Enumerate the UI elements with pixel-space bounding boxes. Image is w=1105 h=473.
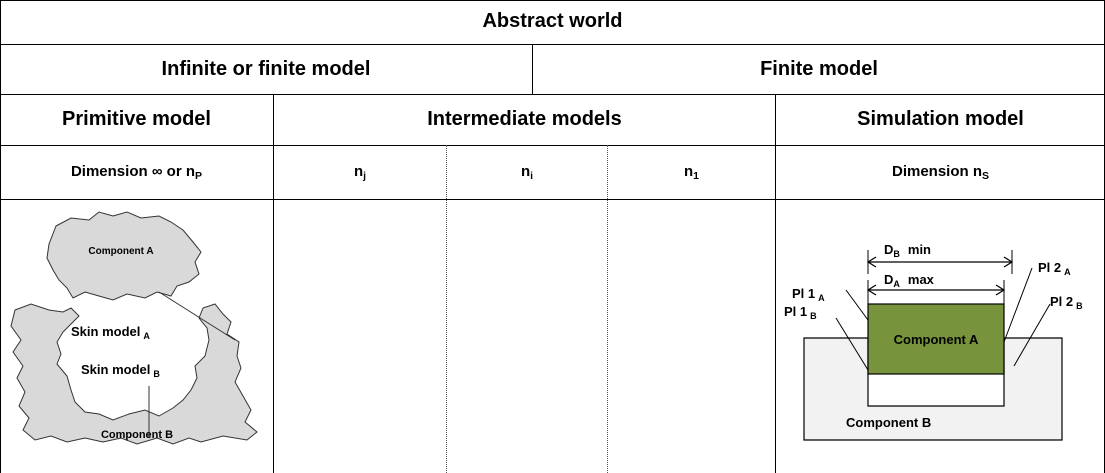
col-simulation-model: Simulation model	[857, 108, 1024, 130]
table-title: Abstract world	[482, 10, 623, 32]
col-border-primitive	[273, 94, 274, 473]
group-infinite-or-finite: Infinite or finite model	[161, 58, 371, 80]
dim-simulation: Dimension nS	[891, 163, 990, 182]
row-border-top	[0, 0, 1105, 1]
group-finite: Finite model	[760, 58, 878, 80]
component-a-label: Component A	[88, 246, 153, 257]
pl1a-leader	[845, 289, 869, 321]
component-b-label: Component B	[846, 415, 931, 430]
dim-ni: ni	[520, 163, 534, 182]
component-b-shape	[10, 303, 258, 445]
row-border-3	[0, 145, 1105, 146]
row-border-4	[0, 199, 1105, 200]
row-border-1	[0, 44, 1105, 45]
pl1b-leader	[835, 317, 869, 371]
component-a-rect	[867, 303, 1005, 375]
col-border-left	[0, 0, 1, 473]
col-divider-ni	[607, 145, 608, 473]
col-divider-nj	[446, 145, 447, 473]
dim-primitive: Dimension ∞ or nP	[70, 163, 203, 182]
col-primitive-model: Primitive model	[62, 108, 211, 130]
component-a-label: Component A	[894, 332, 979, 347]
pl2a-leader	[1003, 267, 1033, 343]
component-a-shape	[46, 211, 202, 301]
dim-n1: n1	[683, 163, 699, 182]
col-border-simulation	[775, 94, 776, 473]
pl2b-leader	[1013, 303, 1051, 367]
row-border-2	[0, 94, 1105, 95]
col-border-group	[532, 44, 533, 95]
skin-a-connector	[158, 291, 236, 341]
dim-nj: nj	[353, 163, 367, 182]
col-intermediate-models: Intermediate models	[427, 108, 622, 130]
component-b-label: Component B	[101, 429, 173, 441]
